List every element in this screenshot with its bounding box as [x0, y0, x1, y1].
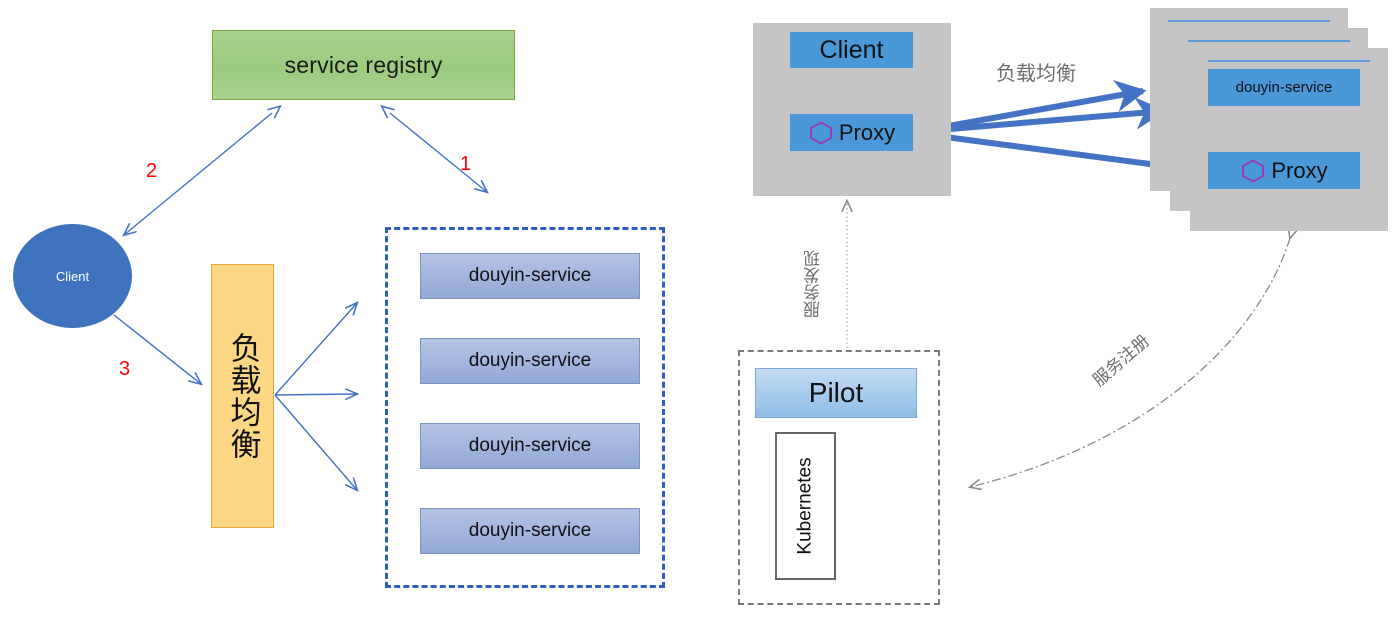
edge-registry-pool: [390, 113, 487, 192]
load-balancing-edge-label: 负载均衡: [996, 63, 1076, 85]
douyin-service-box-2[interactable]: douyin-service: [420, 338, 640, 384]
douyin-service-box-3[interactable]: douyin-service: [420, 423, 640, 469]
edge-lb-service-2: [274, 394, 357, 395]
douyin-service-box-1[interactable]: douyin-service: [420, 253, 640, 299]
load-balancer-label: 负载均衡: [225, 332, 261, 460]
service-pod-douyin-chip[interactable]: douyin-service: [1208, 69, 1360, 106]
client-node[interactable]: Client: [13, 224, 132, 328]
step-number-3: 3: [119, 358, 131, 380]
edge-proxy-pod-2: [914, 97, 1167, 135]
hexagon-icon: [1242, 158, 1265, 183]
pod-top-accent-line: [1188, 40, 1350, 42]
service-discovery-edge-label: 服务发现: [804, 250, 823, 318]
pod-top-accent-line: [1208, 60, 1370, 62]
service-pod-proxy-chip[interactable]: Proxy: [1208, 152, 1360, 189]
step-number-2: 2: [146, 160, 158, 182]
pod-top-accent-line: [1168, 20, 1330, 22]
service-pool-container: [385, 227, 665, 588]
hexagon-icon: [809, 120, 832, 145]
edge-lb-service-1: [274, 303, 357, 396]
service-pod-proxy-label: Proxy: [1271, 157, 1328, 183]
load-balancer-box[interactable]: 负载均衡: [211, 264, 274, 528]
pilot-box[interactable]: Pilot: [755, 368, 917, 418]
edge-lb-service-3: [274, 394, 357, 490]
client-pod-proxy-label: Proxy: [838, 119, 896, 145]
client-pod-proxy-chip[interactable]: Proxy: [790, 114, 913, 151]
douyin-service-box-4[interactable]: douyin-service: [420, 508, 640, 554]
kubernetes-label: Kubernetes: [794, 457, 816, 555]
service-registration-edge-label: 服务注册: [1089, 331, 1154, 391]
client-pod-client-chip[interactable]: Client: [790, 32, 913, 68]
step-number-1: 1: [460, 153, 472, 175]
service-registry-box[interactable]: service registry: [212, 30, 515, 100]
kubernetes-box[interactable]: Kubernetes: [775, 432, 836, 580]
control-plane-container: [738, 350, 940, 605]
